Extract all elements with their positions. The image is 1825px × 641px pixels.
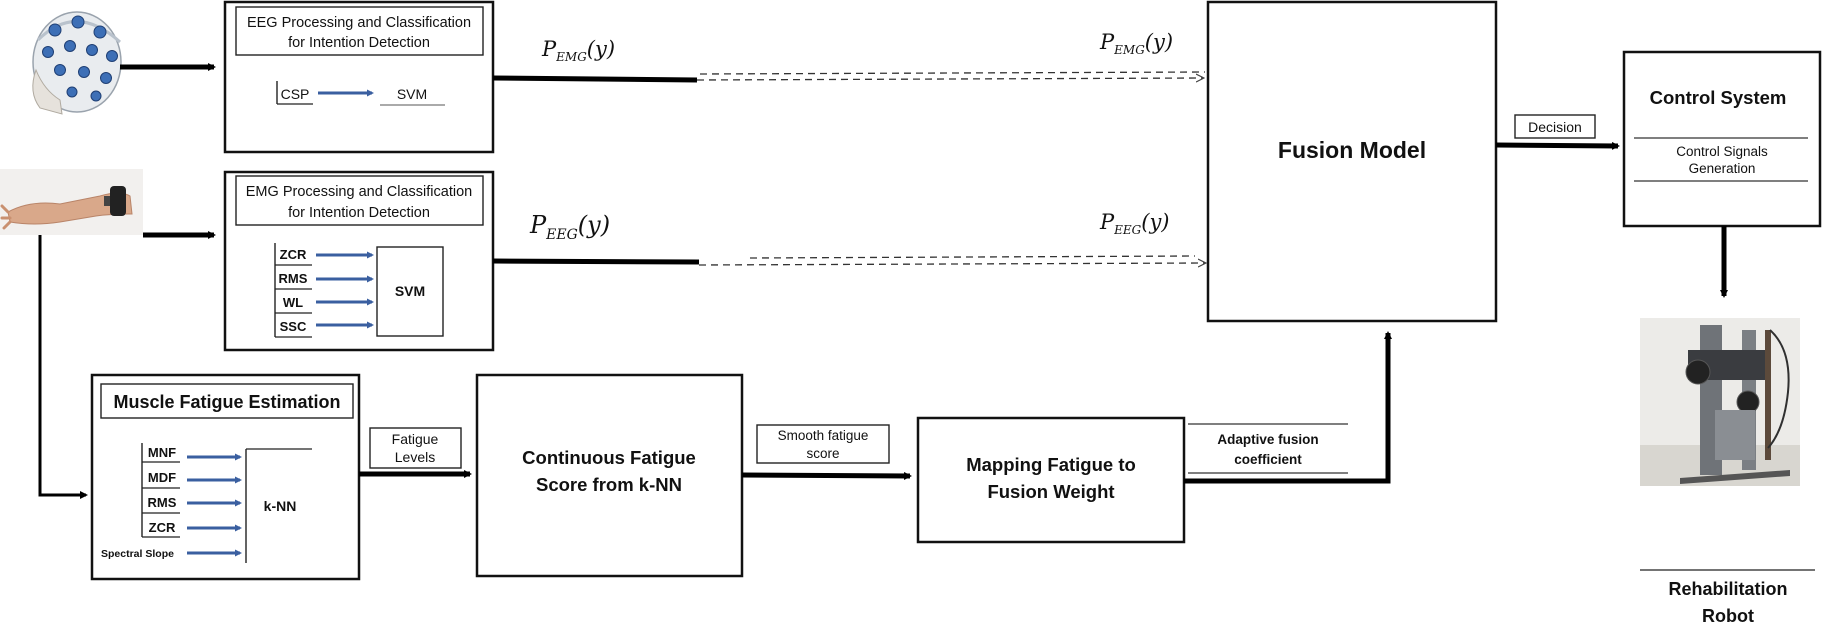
fatigue-levels-line2: Levels [395,449,435,465]
robot-label-line1: Rehabilitation [1668,579,1787,599]
robot-label-line2: Robot [1702,606,1754,626]
eeg-title-line2: for Intention Detection [288,35,430,51]
emg-title-line1: EMG Processing and Classification [246,184,472,200]
fatigue-levels-arrow: Fatigue Levels [359,427,472,478]
fatigue-feature-spectral-slope: Spectral Slope [101,548,174,560]
emg-prob-arrow: PEEG(y) PEEG(y) [492,210,1205,265]
emg-feature-rms: RMS [279,271,308,286]
emg-title-line2: for Intention Detection [288,205,430,221]
eeg-block-prob-label: PEMG(y) [541,37,615,64]
robot-label: Rehabilitation Robot [1640,569,1815,626]
fatigue-input-line [38,235,88,499]
fatigue-feature-mdf: MDF [148,470,176,485]
fusion-model-block: Fusion Model [1206,0,1498,323]
continuous-line1: Continuous Fatigue [522,447,696,468]
continuous-fatigue-block: Continuous Fatigue Score from k-NN [475,373,744,578]
fatigue-levels-line1: Fatigue [392,431,439,447]
smooth-line1: Smooth fatigue [778,428,869,443]
eeg-cap-head-photo [32,11,122,115]
fatigue-feature-mnf: MNF [148,445,176,460]
rehabilitation-robot-photo [1640,318,1800,486]
control-sub-line1: Control Signals [1676,144,1768,159]
smooth-score-arrow: Smooth fatigue score [741,424,912,480]
decision-label: Decision [1528,119,1582,135]
mapping-line2: Fusion Weight [987,481,1114,502]
fatigue-classifier-knn: k-NN [264,498,297,514]
control-sub-line2: Generation [1689,161,1756,176]
eeg-feature-csp: CSP [281,86,310,102]
control-system-block: Control System Control Signals Generatio… [1622,50,1822,228]
adaptive-line1: Adaptive fusion [1217,432,1318,447]
mapping-line1: Mapping Fatigue to [966,454,1136,475]
eeg-title-line1: EEG Processing and Classification [247,15,471,31]
adaptive-coefficient-arrow: Adaptive fusion coefficient [1184,331,1392,484]
continuous-line2: Score from k-NN [536,474,682,495]
fatigue-feature-zcr: ZCR [149,520,176,535]
emg-classifier-svm: SVM [395,283,425,299]
fusion-emg-prob-label: PEMG(y) [1099,30,1173,57]
emg-processing-block: EMG Processing and Classification for In… [223,170,495,352]
muscle-fatigue-block: Muscle Fatigue Estimation MNF MDF RMS ZC… [90,373,361,581]
eeg-prob-arrow: PEMG(y) PEMG(y) [492,30,1205,80]
emg-feature-ssc: SSC [280,319,307,334]
smooth-line2: score [806,446,839,461]
adaptive-line2: coefficient [1234,452,1302,467]
control-system-title: Control System [1650,87,1787,108]
emg-arm-photo [0,169,143,235]
fusion-model-title: Fusion Model [1278,137,1426,163]
eeg-classifier-svm: SVM [397,86,427,102]
fusion-eeg-prob-label: PEEG(y) [1099,210,1170,237]
emg-feature-wl: WL [283,295,303,310]
emg-feature-zcr: ZCR [280,247,307,262]
mapping-fatigue-block: Mapping Fatigue to Fusion Weight [916,416,1186,544]
emg-block-prob-label: PEEG(y) [529,211,610,243]
decision-arrow: Decision [1495,114,1620,150]
fatigue-feature-rms: RMS [148,495,177,510]
fatigue-title: Muscle Fatigue Estimation [113,392,340,412]
eeg-processing-block: EEG Processing and Classification for In… [223,0,495,154]
